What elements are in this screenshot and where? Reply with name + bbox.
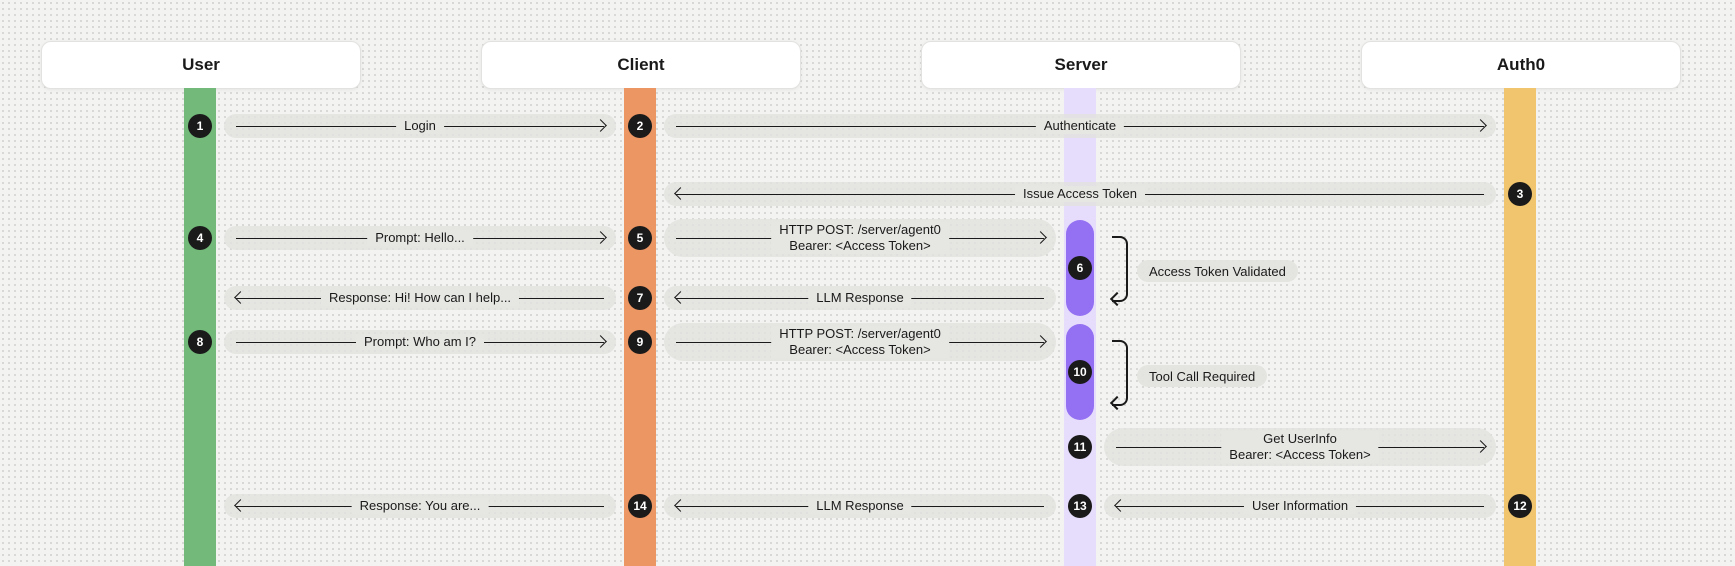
message-5-text-line1: HTTP POST: /server/agent0 bbox=[779, 222, 941, 237]
step-13-number: 13 bbox=[1073, 499, 1087, 513]
message-14-label: Response: You are... bbox=[351, 498, 489, 514]
message-8-label: Prompt: Who am I? bbox=[356, 334, 484, 350]
step-9-badge: 9 bbox=[628, 330, 652, 354]
actor-auth0: Auth0 bbox=[1361, 41, 1681, 89]
step-14-number: 14 bbox=[633, 499, 647, 513]
step-1-number: 1 bbox=[196, 119, 204, 133]
lifeline-auth0 bbox=[1504, 88, 1536, 566]
message-7-label: LLM Response bbox=[808, 290, 912, 306]
message-4-text: Prompt: Hello... bbox=[375, 230, 465, 245]
message-3-text: Issue Access Token bbox=[1023, 186, 1137, 201]
step-8-number: 8 bbox=[196, 335, 204, 349]
step-7-number: 7 bbox=[636, 291, 644, 305]
step-10-number: 10 bbox=[1073, 365, 1087, 379]
step-2-badge: 2 bbox=[628, 114, 652, 138]
message-response-hi-label: Response: Hi! How can I help... bbox=[320, 290, 520, 306]
step-5-number: 5 bbox=[636, 231, 644, 245]
step-10-bracket bbox=[1112, 340, 1128, 406]
step-6-text: Access Token Validated bbox=[1149, 263, 1286, 279]
step-3-badge: 3 bbox=[1508, 182, 1532, 206]
lifeline-user bbox=[184, 88, 216, 566]
message-11-text-line2: Bearer: <Access Token> bbox=[1229, 447, 1371, 462]
message-9-text-line2: Bearer: <Access Token> bbox=[789, 342, 931, 357]
step-12-badge: 12 bbox=[1508, 494, 1532, 518]
message-5-text-line2: Bearer: <Access Token> bbox=[789, 238, 931, 253]
step-13-badge: 13 bbox=[1068, 494, 1092, 518]
actor-client-label: Client bbox=[617, 55, 665, 74]
message-12-label: User Information bbox=[1243, 498, 1357, 514]
step-1-badge: 1 bbox=[188, 114, 212, 138]
message-4-label: Prompt: Hello... bbox=[367, 230, 473, 246]
message-7-text: LLM Response bbox=[816, 290, 904, 305]
step-14-badge: 14 bbox=[628, 494, 652, 518]
step-6-badge: 6 bbox=[1068, 256, 1092, 280]
step-8-badge: 8 bbox=[188, 330, 212, 354]
step-12-number: 12 bbox=[1513, 499, 1527, 513]
message-14-text: Response: You are... bbox=[359, 498, 481, 513]
message-response-hi-text: Response: Hi! How can I help... bbox=[328, 290, 512, 305]
actor-client: Client bbox=[481, 41, 801, 89]
lifeline-client bbox=[624, 88, 656, 566]
message-1-text: Login bbox=[404, 118, 436, 133]
step-2-number: 2 bbox=[636, 119, 644, 133]
message-3-label: Issue Access Token bbox=[1015, 186, 1145, 202]
message-12-text: User Information bbox=[1251, 498, 1349, 513]
actor-auth0-label: Auth0 bbox=[1496, 55, 1546, 74]
step-4-number: 4 bbox=[196, 231, 204, 245]
actor-user: User bbox=[41, 41, 361, 89]
step-6-number: 6 bbox=[1076, 261, 1084, 275]
message-1-label: Login bbox=[396, 118, 444, 134]
step-6-note: Access Token Validated bbox=[1137, 260, 1298, 282]
message-13-label: LLM Response bbox=[808, 498, 912, 514]
step-11-number: 11 bbox=[1073, 440, 1087, 454]
step-6-bracket bbox=[1112, 236, 1128, 302]
actor-user-label: User bbox=[182, 55, 220, 74]
message-8-text: Prompt: Who am I? bbox=[364, 334, 476, 349]
step-9-number: 9 bbox=[636, 335, 644, 349]
message-11-text-line1: Get UserInfo bbox=[1263, 431, 1337, 446]
step-4-badge: 4 bbox=[188, 226, 212, 250]
message-13-text: LLM Response bbox=[816, 498, 904, 513]
step-11-badge: 11 bbox=[1068, 435, 1092, 459]
step-10-note: Tool Call Required bbox=[1137, 365, 1268, 387]
step-7-badge: 7 bbox=[628, 286, 652, 310]
message-9-text-line1: HTTP POST: /server/agent0 bbox=[779, 326, 941, 341]
step-10-text: Tool Call Required bbox=[1149, 368, 1256, 384]
actor-server: Server bbox=[921, 41, 1241, 89]
step-10-badge: 10 bbox=[1068, 360, 1092, 384]
message-2-text: Authenticate bbox=[1043, 118, 1117, 133]
actor-server-label: Server bbox=[1054, 55, 1108, 74]
step-5-badge: 5 bbox=[628, 226, 652, 250]
message-2-label: Authenticate bbox=[1035, 118, 1125, 134]
step-3-number: 3 bbox=[1516, 187, 1524, 201]
